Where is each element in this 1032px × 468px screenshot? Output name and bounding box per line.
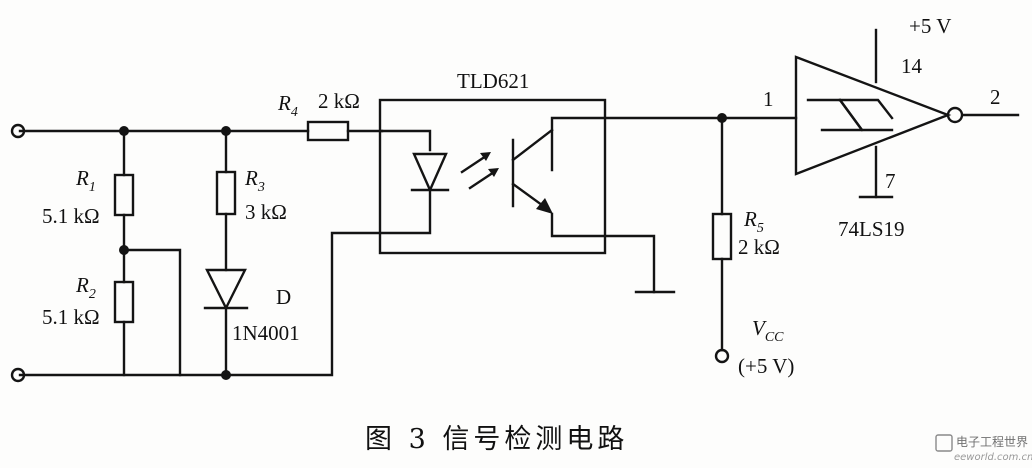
- hysteresis-icon: [806, 98, 894, 132]
- wire-led-anode: [380, 129, 432, 152]
- vcc-terminal: [714, 348, 730, 364]
- wire-led-cathode: [224, 190, 432, 377]
- label-r1-value: 5.1 kΩ: [42, 204, 100, 228]
- input-terminal-bottom: [10, 367, 26, 383]
- resistor-r3: [215, 170, 237, 216]
- label-diode-part: 1N4001: [232, 321, 300, 345]
- eeworld-logo-icon: [935, 434, 953, 452]
- label-schmitt-part: 74LS19: [838, 217, 905, 241]
- diode-d: [203, 268, 249, 311]
- label-r3-name: R3: [244, 166, 265, 195]
- opto-package: [378, 98, 607, 255]
- label-r4-name: R4: [277, 91, 298, 120]
- emitter-arrow: [536, 198, 553, 214]
- label-opto-part: TLD621: [457, 69, 529, 93]
- label-vcc-name: VCC: [752, 316, 784, 345]
- label-pin-in: 1: [763, 87, 774, 111]
- label-pin-out: 2: [990, 85, 1001, 109]
- label-r1-name: R1: [75, 166, 96, 195]
- junctions: [119, 113, 727, 380]
- optocoupler-tld621: [378, 98, 607, 255]
- label-r3-value: 3 kΩ: [245, 200, 287, 224]
- resistor-r4: [306, 120, 350, 142]
- label-r2-value: 5.1 kΩ: [42, 305, 100, 329]
- wire-emitter-gnd: [550, 212, 656, 294]
- label-r5-name: R5: [743, 207, 764, 236]
- watermark-main: 电子工程世界: [956, 434, 1028, 449]
- resistor-r1: [113, 173, 135, 217]
- label-r2-name: R2: [75, 273, 96, 302]
- wire-mid-node: [122, 248, 182, 377]
- watermark-sub: eeworld.com.cn: [954, 452, 1032, 463]
- watermark: 电子工程世界 eeworld.com.cn: [935, 434, 1032, 463]
- inverter-bubble: [946, 106, 964, 124]
- label-pin-vcc: 14: [901, 54, 923, 78]
- resistor-r2: [113, 280, 135, 324]
- wires: [18, 28, 1020, 377]
- label-vcc-value: (+5 V): [738, 354, 794, 378]
- label-r4-value: 2 kΩ: [318, 89, 360, 113]
- label-pin-gnd: 7: [885, 169, 896, 193]
- label-diode-name: D: [276, 285, 291, 309]
- light-arrows: [460, 152, 499, 190]
- label-schmitt-supply: +5 V: [909, 14, 951, 38]
- resistor-r5: [711, 212, 733, 261]
- figure-caption: 图 3 信号检测电路: [365, 424, 628, 455]
- label-r5-value: 2 kΩ: [738, 235, 780, 259]
- schmitt-trigger-74ls19: [794, 55, 964, 176]
- input-terminal-top: [10, 123, 26, 139]
- wire-collector: [550, 116, 724, 172]
- opto-led: [412, 152, 448, 193]
